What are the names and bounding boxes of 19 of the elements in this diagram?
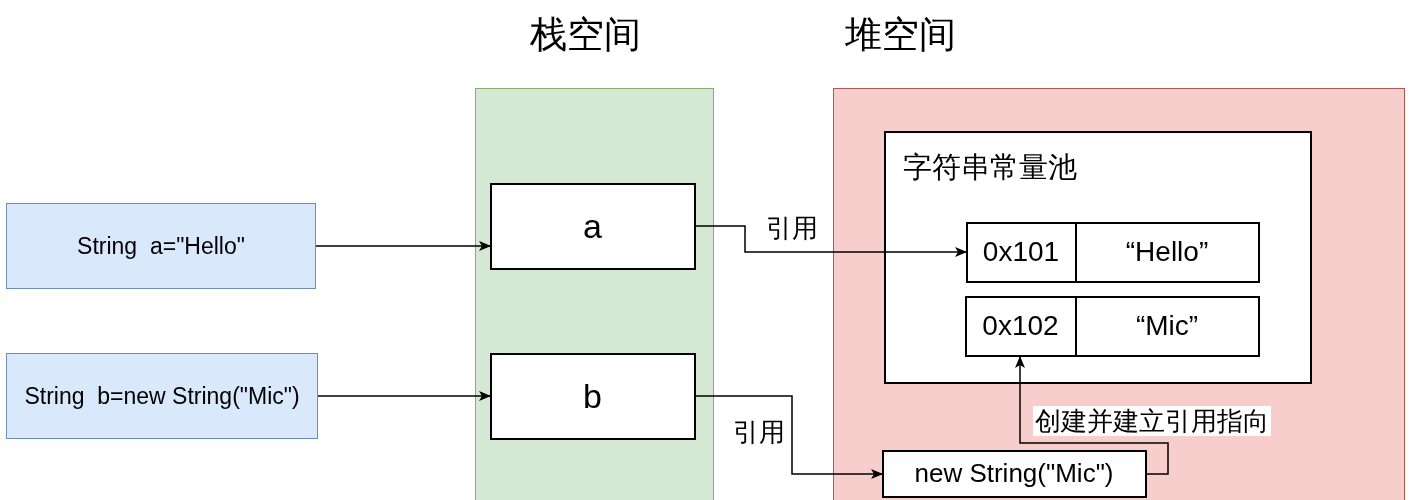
address-cell: 0x101 — [965, 221, 1077, 283]
arrow — [695, 395, 883, 479]
variable-box: a — [489, 182, 696, 270]
edge-label: 创建并建立引用指向 — [1033, 406, 1271, 436]
code-statement-box: String a="Hello" — [6, 203, 316, 289]
object-box: new String("Mic") — [881, 449, 1147, 498]
string-pool-box — [883, 130, 1312, 384]
code-statement-box: String b=new String("Mic") — [6, 353, 318, 439]
panel-heading: 栈空间 — [530, 13, 641, 57]
panel-heading: 堆空间 — [845, 13, 956, 57]
arrow — [1015, 356, 1169, 475]
arrow — [695, 225, 967, 257]
value-cell: “Mic” — [1074, 295, 1260, 357]
variable-box: b — [489, 352, 696, 440]
arrow — [317, 391, 491, 401]
address-cell: 0x102 — [964, 295, 1077, 357]
arrow — [315, 241, 491, 251]
pool-heading: 字符串常量池 — [902, 149, 1077, 184]
value-cell: “Hello” — [1074, 221, 1260, 283]
